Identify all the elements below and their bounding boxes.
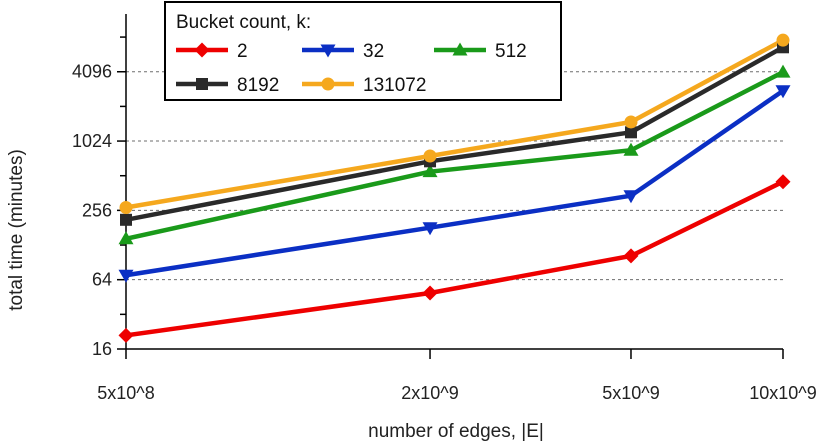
data-point-2 (775, 174, 791, 190)
data-point-131072 (776, 33, 790, 47)
legend-label-2: 2 (237, 41, 248, 62)
y-tick-label: 16 (92, 339, 112, 359)
legend-title: Bucket count, k: (176, 12, 311, 33)
data-point-8192 (624, 126, 637, 139)
data-point-512 (118, 231, 134, 245)
series-line-131072 (125, 38, 785, 210)
series-lines (125, 38, 785, 338)
y-tick-label: 4096 (72, 62, 112, 82)
legend-label-131072: 131072 (363, 75, 426, 96)
legend-label-512: 512 (495, 41, 527, 62)
data-point-512 (623, 142, 639, 156)
data-point-2 (422, 285, 438, 301)
data-point-32 (775, 85, 791, 99)
x-tick-label: 5x10^8 (97, 383, 155, 403)
data-point-131072 (624, 115, 638, 129)
legend-marker-32 (320, 44, 336, 58)
legend-marker-512 (452, 42, 468, 56)
axes (125, 14, 783, 350)
data-point-32 (422, 222, 438, 236)
series-line-8192 (125, 45, 785, 223)
data-point-2 (623, 248, 639, 264)
data-point-32 (623, 190, 639, 204)
y-tick-label: 64 (92, 270, 112, 290)
series-line-2 (125, 179, 784, 338)
series-line-32 (125, 88, 785, 278)
data-point-8192 (120, 213, 132, 226)
data-point-32 (118, 269, 134, 283)
series-markers (118, 33, 791, 343)
legend-box (164, 1, 562, 101)
x-tick-label: 5x10^9 (602, 383, 660, 403)
legend: Bucket count, k: 2 32 512 8192 131072 (164, 1, 562, 101)
x-axis-label: number of edges, |E| (368, 421, 544, 442)
legend-label-32: 32 (363, 41, 384, 62)
data-point-512 (422, 164, 438, 178)
data-point-131072 (423, 149, 437, 163)
legend-label-8192: 8192 (237, 75, 279, 96)
data-point-131072 (119, 201, 133, 215)
y-axis-label: total time (minutes) (6, 149, 27, 311)
data-point-2 (118, 327, 134, 343)
x-tick-label: 2x10^9 (401, 383, 459, 403)
x-tick-label: 10x10^9 (749, 383, 817, 403)
x-ticks: 5x10^8 2x10^9 5x10^9 10x10^9 (97, 349, 817, 403)
y-tick-label: 256 (82, 200, 112, 220)
y-ticks: 16 64 256 1024 4096 (72, 36, 126, 359)
legend-marker-131072 (321, 77, 335, 91)
legend-marker-2 (194, 42, 210, 58)
legend-marker-8192 (196, 78, 208, 90)
y-tick-label: 1024 (72, 131, 112, 151)
series-line-512 (125, 70, 785, 241)
data-point-512 (775, 64, 791, 78)
